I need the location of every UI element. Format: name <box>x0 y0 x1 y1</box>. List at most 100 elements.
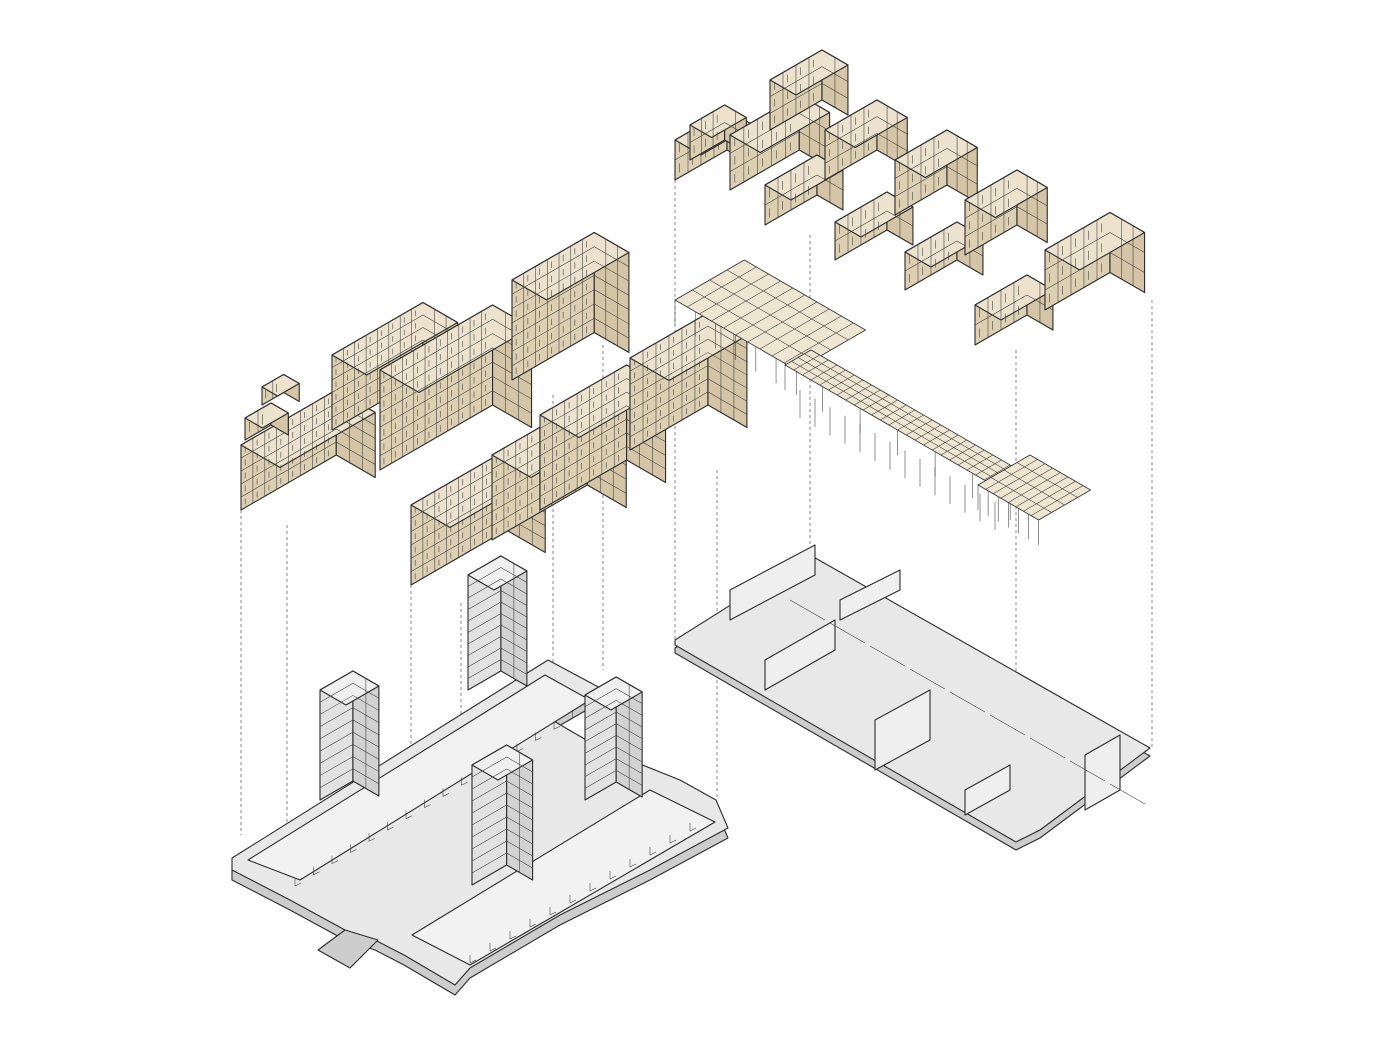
column-bracket <box>350 844 357 853</box>
floor-line <box>379 376 493 442</box>
column-bracket <box>649 847 657 856</box>
face-top <box>471 744 534 781</box>
floor-line <box>467 578 502 599</box>
floor-line <box>629 378 709 424</box>
face-top <box>319 670 380 706</box>
stair-core <box>467 555 528 691</box>
stair-core <box>584 676 643 801</box>
floor-line <box>331 339 424 393</box>
timber-girder <box>1029 454 1091 491</box>
floor-line <box>584 735 617 754</box>
floor-line <box>471 852 507 874</box>
timber-girder <box>709 279 832 351</box>
floor-line <box>764 174 818 206</box>
column-bracket <box>689 823 697 832</box>
floor-line-side <box>876 116 908 135</box>
column-bracket <box>461 777 468 786</box>
column-bracket <box>589 883 597 892</box>
floor-line <box>824 116 878 147</box>
floor-line <box>511 260 595 309</box>
pergola-frame <box>674 259 867 395</box>
floor-line <box>379 390 493 456</box>
floor-line <box>511 289 595 338</box>
wall-block <box>764 619 836 691</box>
timber-girder <box>797 357 1024 488</box>
floor-line <box>379 347 493 414</box>
floor-line <box>584 770 617 789</box>
floor-line <box>379 361 493 428</box>
floor-line-side <box>594 317 630 339</box>
floor-line <box>467 567 502 587</box>
column-bracket <box>572 710 579 719</box>
floor-line <box>319 695 354 715</box>
module-block <box>974 274 1054 346</box>
timber-girder <box>990 477 1052 513</box>
floor-line-side <box>594 275 630 296</box>
floor-line <box>331 327 424 381</box>
floor-line <box>539 446 627 497</box>
floor-line <box>974 294 1028 326</box>
corridor-line <box>949 691 986 713</box>
stair-core <box>319 670 380 801</box>
floor-line-side <box>707 352 748 376</box>
floor-line-side <box>1109 252 1145 273</box>
floor-line-side <box>492 376 532 400</box>
face-top <box>824 99 908 149</box>
floor-line <box>629 391 709 438</box>
corridor-line <box>909 668 946 690</box>
floor-line <box>964 206 1018 237</box>
column-bracket <box>442 788 450 797</box>
module-block <box>964 169 1048 256</box>
module-block <box>511 231 630 381</box>
floor-line <box>539 419 627 470</box>
long-roof-frame <box>784 349 1037 520</box>
floor-line <box>1044 232 1111 271</box>
timber-girder <box>1016 462 1078 498</box>
timber-girder <box>744 259 866 331</box>
floor-line <box>471 792 507 814</box>
column-bracket <box>669 835 677 844</box>
floor-line <box>629 365 709 411</box>
floor-line <box>689 122 725 143</box>
floor-line-side <box>946 148 978 167</box>
entrance-ramp <box>317 929 379 969</box>
timber-girder <box>804 353 1030 484</box>
floor-line <box>471 816 507 838</box>
floor-line <box>319 682 354 703</box>
floor-line <box>319 756 354 776</box>
floor-line <box>471 756 507 778</box>
floor-line-side <box>594 246 630 268</box>
floor-line <box>584 700 617 719</box>
floor-line-side <box>707 378 748 402</box>
timber-girder <box>791 361 1017 492</box>
floor-line <box>511 317 595 366</box>
column-bracket <box>424 799 431 809</box>
floor-line <box>964 188 1018 219</box>
floor-line <box>467 624 502 645</box>
floor-line <box>824 133 878 164</box>
floor-line-side <box>492 390 532 414</box>
column-bracket <box>509 931 517 940</box>
face-top <box>261 373 300 397</box>
column-bracket <box>313 866 320 876</box>
right-ground-floor-plan <box>674 544 1151 851</box>
floor-line <box>471 840 507 862</box>
left-podium-cores <box>319 555 643 886</box>
module-block <box>629 312 748 451</box>
right-timber-roof-structure <box>674 259 1092 545</box>
column-bracket <box>553 721 561 730</box>
floor-line <box>410 463 507 519</box>
floor-line-side <box>336 428 376 452</box>
floor-line <box>379 319 493 385</box>
floor-line <box>471 768 507 790</box>
timber-girder <box>1003 469 1065 506</box>
face-top <box>244 402 289 429</box>
column-bracket <box>331 855 339 865</box>
module-block <box>824 99 908 181</box>
left-upper-modular-block <box>240 231 630 511</box>
column-bracket <box>469 955 477 964</box>
floor-line <box>729 131 800 172</box>
floor-line <box>539 391 627 443</box>
floor-line <box>471 780 507 802</box>
